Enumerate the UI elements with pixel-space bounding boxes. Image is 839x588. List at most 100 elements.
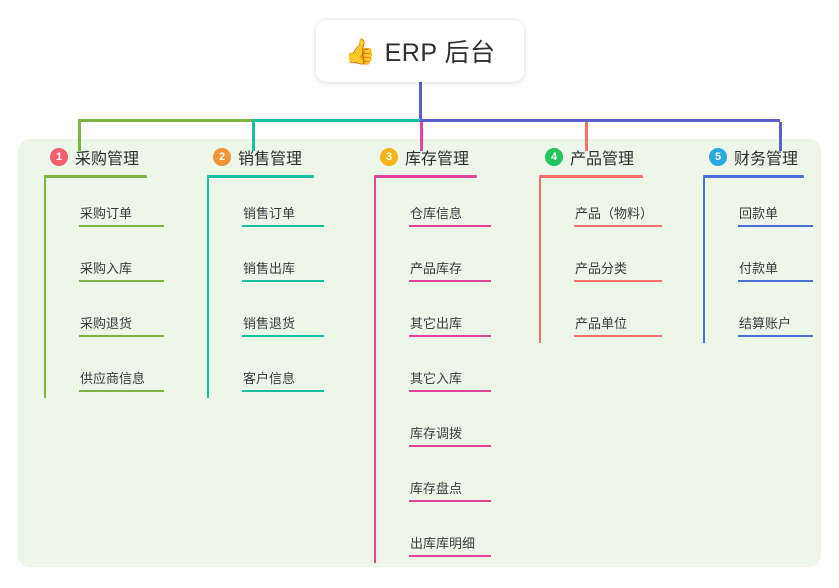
root-stem-line: [419, 82, 422, 121]
branch-item-underline: [409, 225, 491, 227]
branch-spine-line: [703, 178, 705, 343]
branch-item-underline: [242, 280, 324, 282]
branch-drop-line-4: [585, 122, 588, 151]
branch-item-underline: [574, 335, 662, 337]
branch-number-badge: 2: [213, 148, 231, 166]
branch-item-underline: [409, 390, 491, 392]
branch-items-list: 回款单付款单结算账户: [703, 178, 813, 343]
branch-title: 库存管理: [405, 151, 470, 168]
branch-item-underline: [409, 445, 491, 447]
branch-items-list: 采购订单采购入库采购退货供应商信息: [44, 178, 164, 398]
branch-item[interactable]: 库存盘点: [392, 453, 491, 508]
branch-item[interactable]: 产品单位: [557, 288, 662, 343]
branch-item[interactable]: 产品（物料）: [557, 178, 662, 233]
branch-item-label: 销售订单: [243, 206, 296, 221]
branch-number-badge: 4: [545, 148, 563, 166]
branch-item-label: 供应商信息: [80, 371, 146, 386]
thumbs-up-icon: 👍: [344, 36, 376, 66]
branch-item-label: 付款单: [739, 261, 779, 276]
branch-item[interactable]: 销售退货: [225, 288, 324, 343]
branch-item[interactable]: 出库库明细: [392, 508, 491, 563]
branch-number-badge: 5: [709, 148, 727, 166]
branch-header-2[interactable]: 2 销售管理: [207, 145, 312, 169]
branch-item-underline: [738, 225, 813, 227]
branch-header-4[interactable]: 4 产品管理: [539, 145, 643, 169]
branch-item-underline: [574, 280, 662, 282]
branch-spine-line: [207, 178, 209, 398]
branch-item[interactable]: 其它出库: [392, 288, 491, 343]
branch-item[interactable]: 其它入库: [392, 343, 491, 398]
branch-item[interactable]: 供应商信息: [62, 343, 164, 398]
branch-item-label: 结算账户: [739, 316, 792, 331]
branch-underline: [44, 175, 147, 178]
branch-items-list: 产品（物料） 产品分类产品单位: [539, 178, 662, 343]
branch-item[interactable]: 采购订单: [62, 178, 164, 233]
branch-item-label: 其它出库: [410, 316, 463, 331]
branch-item[interactable]: 产品分类: [557, 233, 662, 288]
diagram-canvas: [18, 139, 821, 567]
branch-item-underline: [242, 390, 324, 392]
branch-underline: [374, 175, 477, 178]
branch-item[interactable]: 库存调拨: [392, 398, 491, 453]
branch-item-label: 库存调拨: [410, 426, 463, 441]
trunk-segment-2: [252, 119, 420, 122]
branch-item-underline: [738, 335, 813, 337]
branch-item-underline: [79, 280, 164, 282]
branch-item-label: 采购退货: [80, 316, 133, 331]
branch-spine-line: [44, 178, 46, 398]
branch-item[interactable]: 结算账户: [721, 288, 813, 343]
branch-title: 采购管理: [75, 151, 140, 168]
branch-item-label: 采购订单: [80, 206, 133, 221]
branch-item-label: 采购入库: [80, 261, 133, 276]
branch-items-list: 仓库信息产品库存其它出库其它入库库存调拨库存盘点出库库明细: [374, 178, 491, 563]
branch-item[interactable]: 客户信息: [225, 343, 324, 398]
branch-items-list: 销售订单销售出库销售退货客户信息: [207, 178, 324, 398]
branch-title: 财务管理: [734, 151, 799, 168]
branch-item-underline: [79, 390, 164, 392]
branch-header-5[interactable]: 5 财务管理: [703, 145, 804, 169]
branch-title: 销售管理: [238, 151, 303, 168]
branch-drop-line-1: [78, 122, 81, 151]
branch-item-underline: [409, 280, 491, 282]
branch-item-label: 产品分类: [575, 261, 628, 276]
branch-item-underline: [79, 335, 164, 337]
branch-item-label: 仓库信息: [410, 206, 463, 221]
branch-item-underline: [242, 225, 324, 227]
branch-drop-line-5: [779, 122, 782, 151]
branch-item-underline: [738, 280, 813, 282]
branch-spine-line: [539, 178, 541, 343]
branch-column-5: 5 财务管理回款单付款单结算账户: [703, 145, 813, 343]
branch-item-label: 回款单: [739, 206, 779, 221]
branch-item[interactable]: 销售订单: [225, 178, 324, 233]
trunk-segment-3: [420, 119, 780, 122]
branch-drop-line-3: [420, 122, 423, 151]
branch-item-label: 产品库存: [410, 261, 463, 276]
branch-item-label: 出库库明细: [410, 536, 476, 551]
branch-column-4: 4 产品管理产品（物料） 产品分类产品单位: [539, 145, 662, 343]
branch-item-label: 产品（物料）: [575, 206, 654, 221]
branch-item-label: 销售出库: [243, 261, 296, 276]
branch-item[interactable]: 回款单: [721, 178, 813, 233]
branch-item[interactable]: 产品库存: [392, 233, 491, 288]
branch-item[interactable]: 付款单: [721, 233, 813, 288]
branch-item-label: 客户信息: [243, 371, 296, 386]
branch-item-underline: [409, 555, 491, 557]
branch-underline: [539, 175, 643, 178]
branch-item-underline: [242, 335, 324, 337]
branch-underline: [207, 175, 314, 178]
branch-item[interactable]: 仓库信息: [392, 178, 491, 233]
root-title: ERP 后台: [384, 39, 496, 67]
branch-item-underline: [79, 225, 164, 227]
branch-item-label: 其它入库: [410, 371, 463, 386]
branch-title: 产品管理: [570, 151, 635, 168]
branch-item[interactable]: 销售出库: [225, 233, 324, 288]
trunk-segment-1: [78, 119, 252, 122]
branch-item[interactable]: 采购入库: [62, 233, 164, 288]
root-node[interactable]: 👍 ERP 后台: [316, 20, 524, 82]
branch-item[interactable]: 采购退货: [62, 288, 164, 343]
branch-item-label: 销售退货: [243, 316, 296, 331]
